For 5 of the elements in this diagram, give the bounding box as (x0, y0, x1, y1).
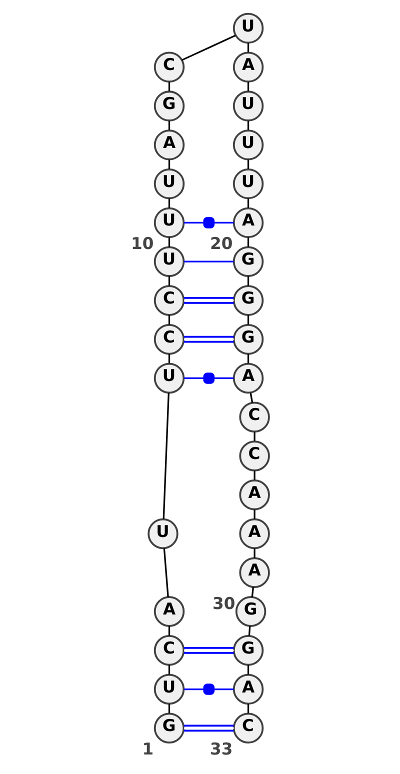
node-label: 20 (210, 234, 233, 253)
node-label: 1 (142, 739, 154, 758)
node-label: 33 (210, 739, 233, 758)
node-label: 10 (131, 234, 154, 253)
node-label: 30 (212, 594, 236, 613)
